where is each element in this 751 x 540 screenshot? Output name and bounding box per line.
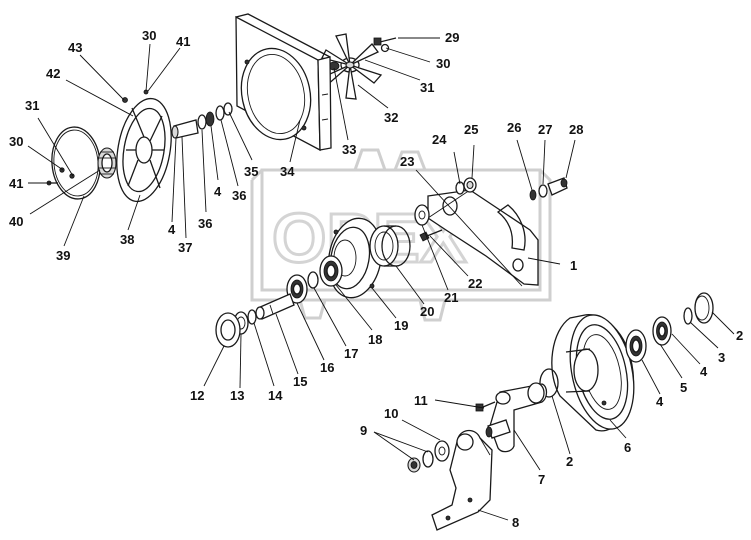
callout-12: 12 (190, 388, 204, 403)
screw-11 (475, 401, 496, 412)
callout-7: 7 (538, 472, 545, 487)
callout-20: 20 (420, 304, 434, 319)
washers-35-36 (171, 102, 233, 139)
callout-36: 36 (232, 188, 246, 203)
fan-shroud-plate (235, 13, 332, 152)
callout-15: 15 (293, 374, 307, 389)
callout-4: 4 (700, 364, 708, 379)
callout-3: 3 (718, 350, 725, 365)
callout-30: 30 (9, 134, 23, 149)
washer-23 (414, 204, 430, 226)
callout-11: 11 (414, 393, 428, 408)
callout-43: 43 (68, 40, 82, 55)
callout-27: 27 (538, 122, 552, 137)
callout-29: 29 (445, 30, 459, 45)
callout-4: 4 (656, 394, 664, 409)
callout-36: 36 (198, 216, 212, 231)
callout-41: 41 (176, 34, 190, 49)
tensioner-arm-7 (485, 382, 548, 453)
callout-18: 18 (368, 332, 382, 347)
bearing-16 (286, 274, 308, 304)
callout-42: 42 (46, 66, 60, 81)
callout-26: 26 (507, 120, 521, 135)
callout-31: 31 (420, 80, 434, 95)
callout-5: 5 (680, 380, 687, 395)
callout-40: 40 (9, 214, 23, 229)
leader-lines (27, 37, 735, 521)
bearing-18 (319, 255, 343, 287)
stud-26-27-28 (529, 177, 568, 201)
circlip-17 (307, 271, 319, 289)
idler-pulley-19 (327, 217, 383, 299)
callout-2: 2 (566, 454, 573, 469)
shaft-15 (255, 293, 295, 320)
callout-23: 23 (400, 154, 414, 169)
callout-31: 31 (25, 98, 39, 113)
callout-8: 8 (512, 515, 519, 530)
callout-10: 10 (384, 406, 398, 421)
bolt-22 (419, 229, 443, 242)
callout-19: 19 (394, 318, 408, 333)
washer-nut-9-10 (407, 440, 450, 473)
callout-4: 4 (168, 222, 176, 237)
callout-30: 30 (142, 28, 156, 43)
callout-4: 4 (214, 184, 222, 199)
callout-24: 24 (432, 132, 447, 147)
callout-28: 28 (569, 122, 583, 137)
callout-17: 17 (344, 346, 358, 361)
callout-34: 34 (280, 164, 295, 179)
grille-element-40 (97, 147, 117, 179)
callout-38: 38 (120, 232, 134, 247)
callout-1: 1 (570, 258, 577, 273)
cooling-fan (320, 33, 383, 100)
crank-pulley-6 (551, 314, 635, 432)
callout-labels: 1 2 2 3 4 4 4 4 5 6 7 8 9 10 11 12 13 14… (9, 28, 743, 530)
callout-16: 16 (320, 360, 334, 375)
callout-14: 14 (268, 388, 283, 403)
callout-22: 22 (468, 276, 482, 291)
cover-disc-39 (51, 126, 101, 200)
washers-12-13-14 (215, 309, 257, 348)
circlips-2-3 (539, 292, 714, 398)
callout-32: 32 (384, 110, 398, 125)
callout-21: 21 (444, 290, 458, 305)
callout-37: 37 (178, 240, 192, 255)
mounting-plate-8 (431, 429, 493, 531)
callout-13: 13 (230, 388, 244, 403)
callout-2: 2 (736, 328, 743, 343)
callout-6: 6 (624, 440, 631, 455)
callout-35: 35 (244, 164, 258, 179)
callout-39: 39 (56, 248, 70, 263)
callout-9: 9 (360, 423, 367, 438)
callout-41: 41 (9, 176, 23, 191)
nut-24-25 (455, 177, 477, 195)
callout-33: 33 (342, 142, 356, 157)
pulley-flange-38 (116, 89, 172, 203)
bearing-4-5 (625, 316, 672, 363)
callout-25: 25 (464, 122, 478, 137)
fan-bolt (373, 37, 397, 53)
callout-30: 30 (436, 56, 450, 71)
